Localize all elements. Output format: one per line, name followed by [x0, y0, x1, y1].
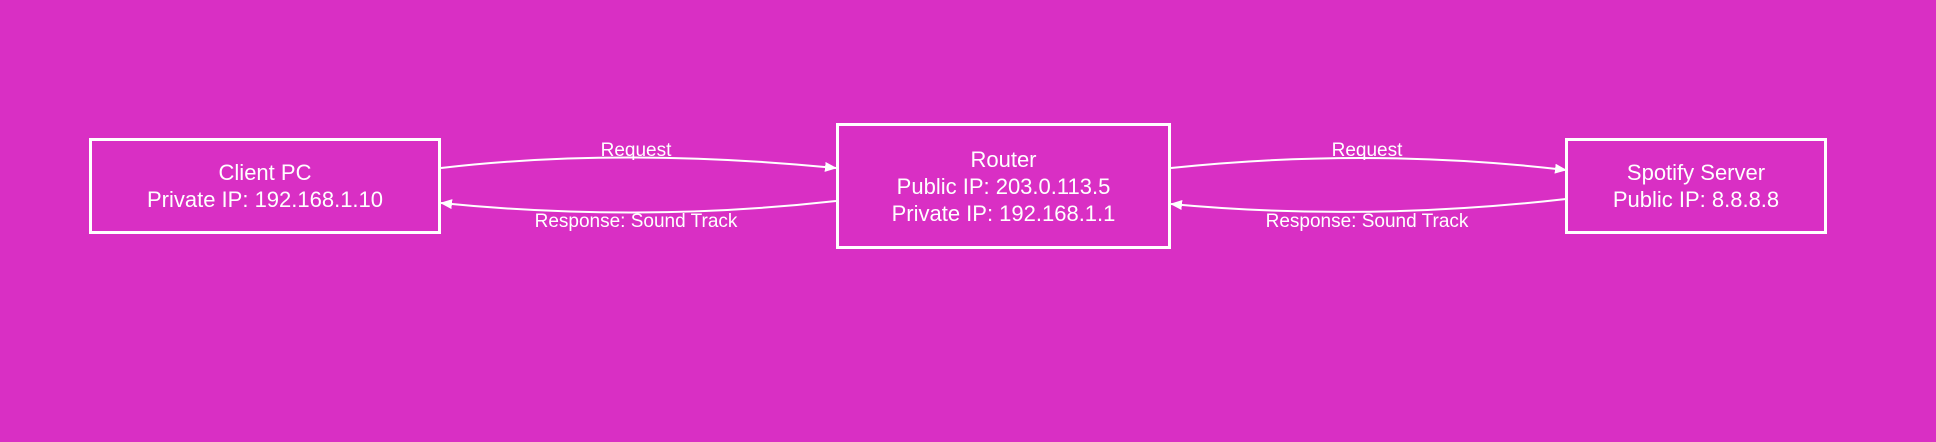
- router-title: Router: [970, 146, 1037, 172]
- spotify-server-title: Spotify Server: [1626, 160, 1766, 185]
- spotify-server-node: Spotify Server Public IP: 8.8.8.8: [1565, 138, 1827, 234]
- arrow-client-to-router: [440, 156, 837, 172]
- edge-label-client-response: Response: Sound Track: [534, 211, 738, 232]
- spotify-server-public-ip: Public IP: 8.8.8.8: [1612, 187, 1780, 212]
- client-pc-node: Client PC Private IP: 192.168.1.10: [89, 138, 441, 234]
- client-pc-private-ip: Private IP: 192.168.1.10: [146, 187, 384, 212]
- router-node: Router Public IP: 203.0.113.5 Private IP…: [836, 123, 1171, 249]
- arrow-server-to-router: [1170, 198, 1567, 213]
- edge-label-client-request: Request: [600, 140, 672, 161]
- router-public-ip: Public IP: 203.0.113.5: [896, 173, 1111, 199]
- arrow-router-to-server: [1170, 157, 1567, 174]
- edge-label-server-response: Response: Sound Track: [1265, 211, 1469, 232]
- arrow-router-to-client: [440, 199, 837, 214]
- edge-label-server-request: Request: [1331, 140, 1403, 161]
- client-pc-title: Client PC: [218, 160, 312, 185]
- router-private-ip: Private IP: 192.168.1.1: [891, 200, 1116, 226]
